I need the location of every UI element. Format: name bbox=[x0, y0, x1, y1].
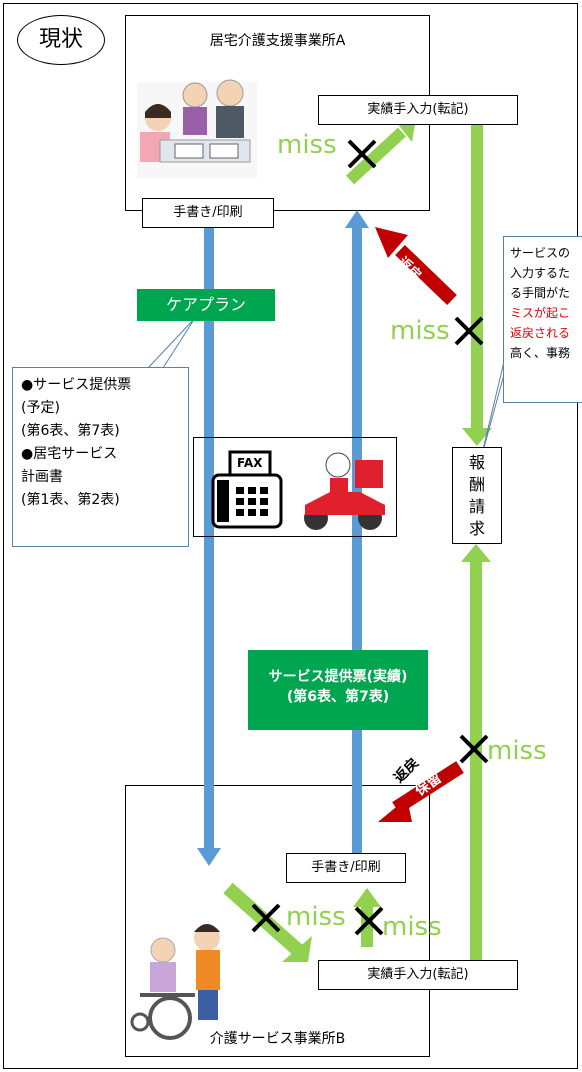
cross-mark-record bbox=[459, 734, 489, 764]
callout-left: ●サービス提供票 (予定) (第6表、第7表) ●居宅サービス 計画書 (第1表… bbox=[12, 367, 189, 547]
callout-left-tail bbox=[147, 317, 196, 369]
miss-label-b-left: miss bbox=[286, 902, 346, 932]
callout-left-line: ●サービス提供票 bbox=[21, 377, 132, 393]
service-record-line2: (第6表、第7表) bbox=[286, 689, 390, 705]
wheelchair-caregiver-illustration bbox=[130, 924, 220, 1040]
callout-left-line: (予定) bbox=[21, 400, 60, 416]
miss-label-claim: miss bbox=[390, 316, 450, 346]
miss-label-b-right: miss bbox=[382, 912, 442, 942]
handwrite-print-top-label: 手書き/印刷 bbox=[173, 205, 243, 220]
office-a-title: 居宅介護支援事業所A bbox=[209, 33, 346, 49]
handwrite-print-bottom-label: 手書き/印刷 bbox=[311, 860, 381, 875]
fax-label: FAX bbox=[237, 456, 263, 470]
cross-mark-claim bbox=[454, 316, 484, 346]
callout-right-line: 高く、事務 bbox=[510, 346, 571, 360]
fax-machine-icon bbox=[211, 450, 283, 529]
callout-right-line: ミスが起こ bbox=[510, 306, 571, 320]
care-plan-label: ケアプラン bbox=[137, 289, 275, 321]
care-plan-text: ケアプラン bbox=[165, 295, 246, 314]
red-return-arrow-top bbox=[375, 227, 457, 306]
status-badge: 現状 bbox=[17, 15, 105, 65]
reward-claim-box: 報 酬 請 求 bbox=[452, 447, 502, 544]
callout-left-line: 計画書 bbox=[21, 469, 63, 485]
reward-claim-char: 報 bbox=[468, 453, 485, 472]
blue-arrow-down bbox=[197, 228, 221, 866]
reward-claim-char: 酬 bbox=[468, 475, 485, 494]
miss-label-record: miss bbox=[487, 736, 547, 766]
manual-entry-bottom-label: 実績手入力(転記) bbox=[367, 967, 469, 982]
callout-right-line: サービスの bbox=[510, 246, 571, 260]
callout-right-line: 入力するた bbox=[510, 266, 571, 280]
diagram-frame bbox=[3, 3, 578, 1069]
cross-mark-b-right bbox=[354, 906, 384, 936]
service-record-label: サービス提供票(実績) (第6表、第7表) bbox=[248, 650, 428, 730]
handwrite-print-top-box: 手書き/印刷 bbox=[142, 198, 274, 228]
reward-claim-char: 請 bbox=[468, 497, 485, 516]
manual-entry-bottom-box: 実績手入力(転記) bbox=[318, 960, 518, 990]
cross-mark-b-left bbox=[251, 903, 281, 933]
manual-entry-top-box: 実績手入力(転記) bbox=[318, 95, 518, 125]
callout-left-line: ●居宅サービス bbox=[21, 446, 118, 462]
green-diagonal-arrow-a bbox=[345, 118, 416, 185]
elderly-consultation-illustration bbox=[137, 79, 257, 178]
callout-right-line: る手間がた bbox=[510, 286, 571, 300]
office-b-box bbox=[125, 785, 430, 1057]
callout-right-line: 返戻される bbox=[510, 326, 571, 340]
blue-arrow-up bbox=[345, 210, 369, 854]
miss-label-a: miss bbox=[277, 130, 337, 160]
service-record-line1: サービス提供票(実績) bbox=[268, 669, 408, 685]
reward-claim-char: 求 bbox=[468, 519, 485, 538]
callout-left-line: (第1表、第2表) bbox=[21, 492, 120, 508]
callout-left-line: (第6表、第7表) bbox=[21, 423, 120, 439]
green-arrow-from-b bbox=[461, 544, 491, 960]
green-arrow-to-claim bbox=[462, 125, 492, 446]
delivery-scooter-icon bbox=[304, 452, 385, 530]
handwrite-print-bottom-box: 手書き/印刷 bbox=[286, 853, 406, 883]
fax-delivery-box bbox=[193, 437, 397, 537]
manual-entry-top-label: 実績手入力(転記) bbox=[367, 102, 469, 117]
red-return-arrow-bottom bbox=[378, 761, 464, 822]
status-badge-label: 現状 bbox=[38, 27, 83, 52]
office-b-title: 介護サービス事業所B bbox=[209, 1031, 346, 1047]
cross-mark-a bbox=[347, 139, 377, 169]
callout-right: サービスの 入力するた る手間がた ミスが起こ 返戻される 高く、事務 bbox=[503, 236, 582, 403]
